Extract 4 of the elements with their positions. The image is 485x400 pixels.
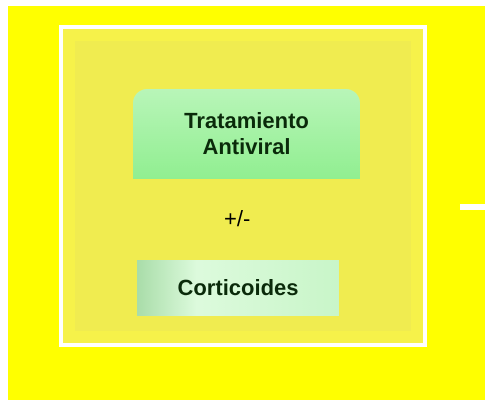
- treatment-box: Corticoides: [137, 260, 339, 316]
- treatment-box: Tratamiento Antiviral: [133, 89, 360, 179]
- frame-box: [59, 25, 427, 347]
- operator-text: +/-: [224, 206, 250, 232]
